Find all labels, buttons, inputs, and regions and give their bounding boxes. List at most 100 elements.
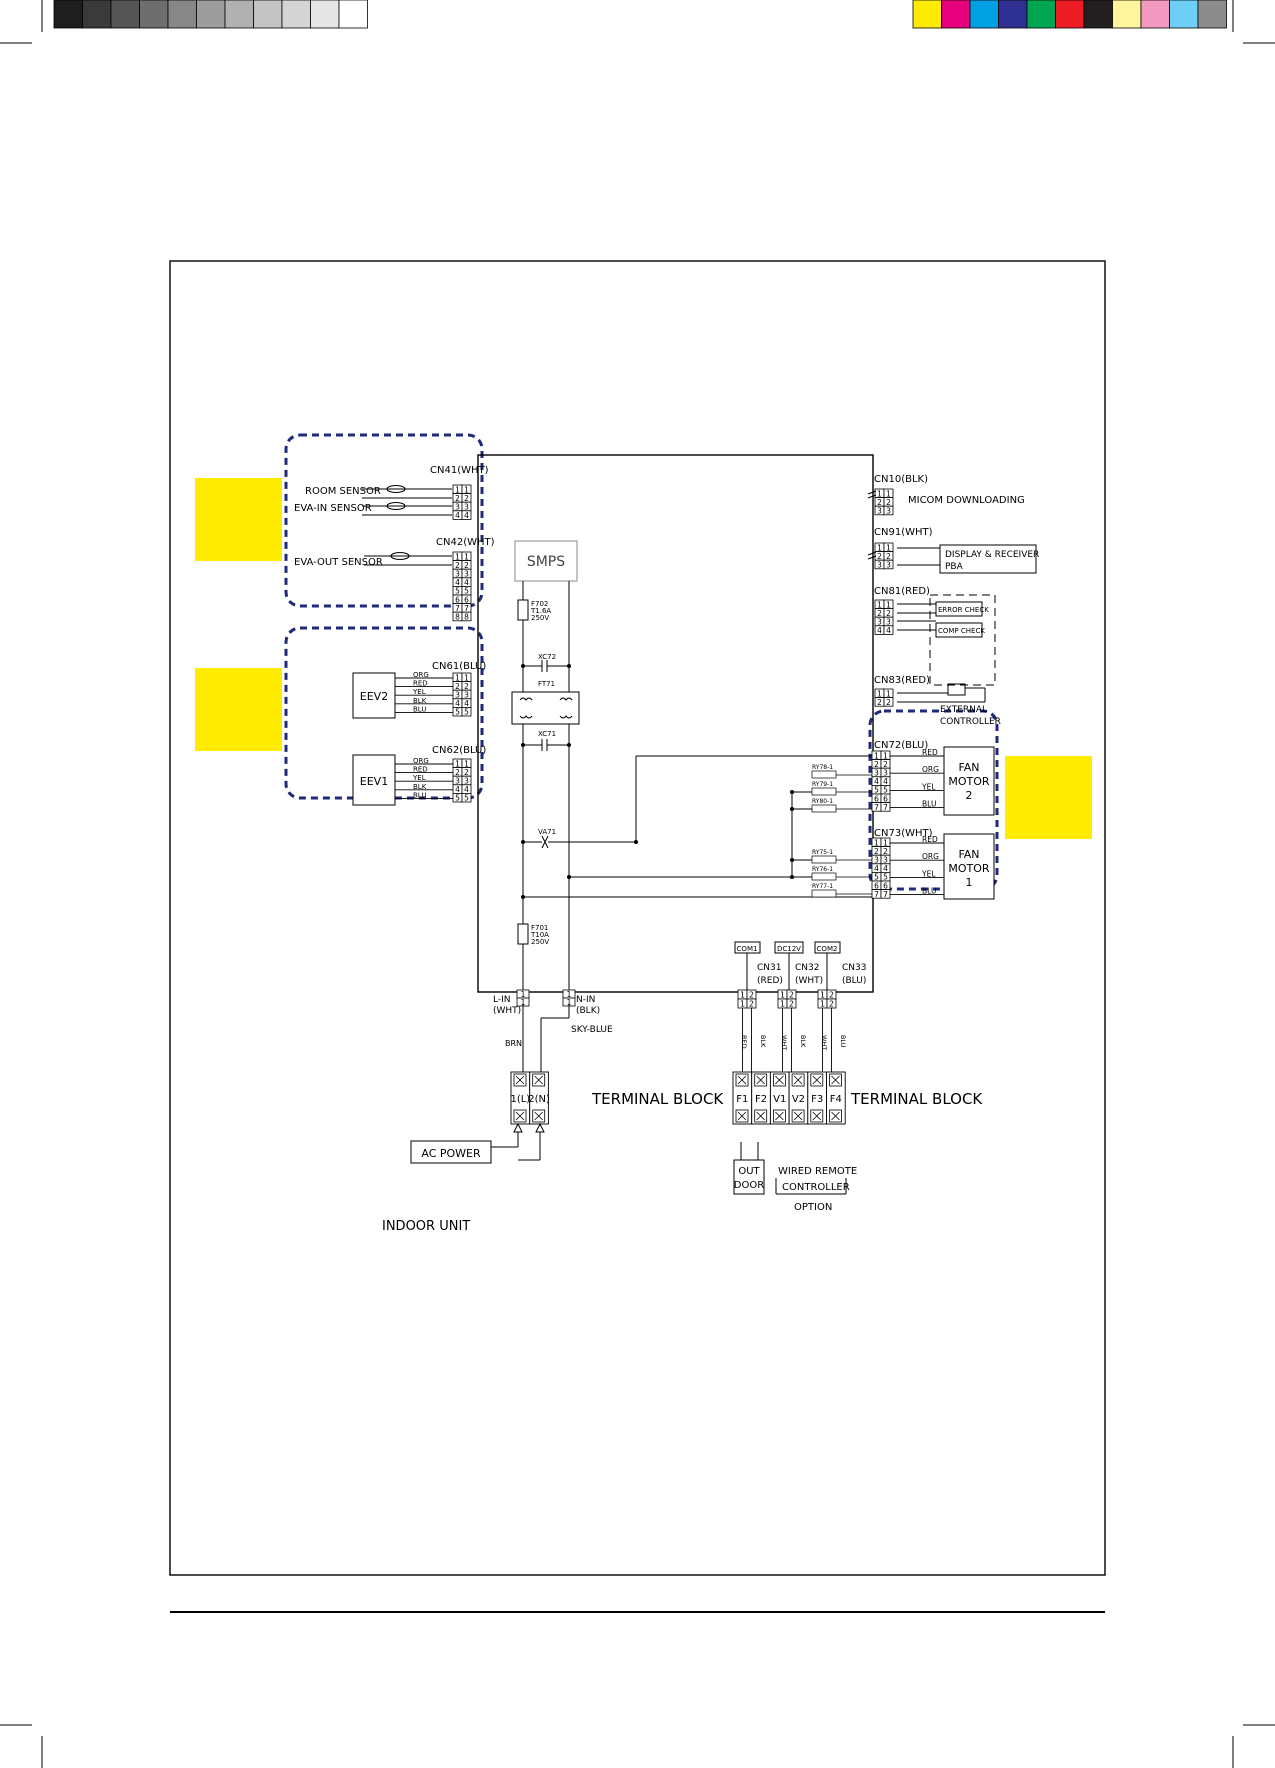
fan1-line1: FAN <box>958 848 979 861</box>
pin-number: 2 <box>829 1000 834 1009</box>
eva-out-sensor-label: EVA-OUT SENSOR <box>294 557 383 568</box>
pin-number: 3 <box>874 856 879 865</box>
pin-number: 3 <box>455 777 460 786</box>
screw-cross <box>756 1111 765 1121</box>
wire-color-label: BLK <box>759 1035 767 1048</box>
pin-number: 1 <box>455 673 460 682</box>
fan-wire-label: RED <box>922 748 938 757</box>
eev-wire-label: BLK <box>413 697 427 705</box>
error-check-box <box>935 601 983 617</box>
pin-number: 2 <box>883 760 888 769</box>
f702-line3: 250V <box>531 614 549 622</box>
display-label-2: PBA <box>945 562 964 572</box>
pin-number: 3 <box>886 507 891 516</box>
pin-number: 1 <box>886 543 891 552</box>
pin-number: 8 <box>464 613 469 622</box>
cn31-line2: (RED) <box>757 976 783 986</box>
pin-number: 3 <box>886 561 891 570</box>
eev-wire-label: RED <box>413 766 428 774</box>
pin-number: 4 <box>874 777 879 786</box>
pin-number: 1 <box>820 991 825 1000</box>
color-swatch <box>912 0 942 29</box>
pin-number: 4 <box>455 511 460 520</box>
pin-number: 6 <box>874 881 879 890</box>
pin-number: 7 <box>464 604 469 613</box>
pin-number: 2 <box>749 991 754 1000</box>
pin-number: 5 <box>455 587 460 596</box>
gray-swatch <box>253 0 283 29</box>
screw-cross <box>793 1111 803 1121</box>
pin-number: 1 <box>521 990 526 999</box>
pin-number: 4 <box>464 699 469 708</box>
screw-cross <box>534 1111 543 1121</box>
relay-ry75-icon <box>811 855 837 864</box>
pin-number: 4 <box>464 578 469 587</box>
junction-dot <box>567 875 571 879</box>
pin-number: 3 <box>877 507 882 516</box>
highlight-fan-motor <box>1005 756 1092 839</box>
fan-motor-2-box <box>943 746 995 816</box>
relay-ry76-icon <box>811 872 837 881</box>
pin-number: 5 <box>874 786 879 795</box>
pin-number: 1 <box>820 1000 825 1009</box>
diagram-frame <box>169 260 1106 1576</box>
pin-number: 4 <box>883 777 888 786</box>
pin-number: 6 <box>464 595 469 604</box>
screw-cross <box>737 1111 747 1121</box>
option-label: OPTION <box>794 1202 832 1213</box>
gray-swatch <box>281 0 311 29</box>
pin-cell <box>461 793 472 803</box>
pin-number: 2 <box>877 552 882 561</box>
screw-cross <box>831 1111 840 1121</box>
color-swatch <box>1055 0 1085 29</box>
gray-swatch <box>310 0 340 29</box>
wire-color-label: RED <box>740 1035 748 1049</box>
junction-dot <box>521 664 525 668</box>
display-label-1: DISPLAY & RECEIVER <box>945 550 1039 560</box>
fan1-line2: MOTOR <box>948 862 990 875</box>
pin-number: 7 <box>883 890 888 899</box>
pin-number: 2 <box>455 768 460 777</box>
pin-number: 4 <box>455 699 460 708</box>
eev-wire-label: YEL <box>412 774 426 782</box>
pin-number: 1 <box>740 1000 745 1009</box>
pin-number: 6 <box>883 794 888 803</box>
pin-number: 3 <box>874 769 879 778</box>
pin-number: 1 <box>877 489 882 498</box>
dashed-group-fan-motors <box>868 709 999 891</box>
comp-check-label: COMP CHECK <box>938 627 985 635</box>
fan-wire-label: YEL <box>921 869 936 878</box>
color-swatch <box>1197 0 1227 29</box>
relay-ry80-label: RY80-1 <box>812 798 833 805</box>
pin-number: 2 <box>789 1000 794 1009</box>
terminal-label: F1 <box>736 1094 748 1105</box>
dc12v-label: DC12V <box>777 945 801 953</box>
pin-number: 5 <box>455 708 460 717</box>
pin-number: 2 <box>789 991 794 1000</box>
pin-number: 3 <box>883 769 888 778</box>
cn32-line1: CN32 <box>795 963 819 973</box>
pin-number: 2 <box>874 847 879 856</box>
color-swatch <box>1169 0 1199 29</box>
gray-swatch <box>139 0 169 29</box>
pin-number: 4 <box>883 864 888 873</box>
screw-cross <box>812 1111 822 1121</box>
pin-number: 2 <box>464 561 469 570</box>
pin-number: 3 <box>464 777 469 786</box>
gray-swatch <box>224 0 254 29</box>
fuse-f701-icon <box>517 923 529 945</box>
eev-wire-label: BLU <box>413 791 426 799</box>
eev2-box <box>352 672 396 719</box>
pin-number: 2 <box>886 498 891 507</box>
pin-cell <box>883 625 894 635</box>
pin-cell <box>880 889 891 899</box>
color-swatch <box>969 0 999 29</box>
xc71-label: XC71 <box>538 730 556 738</box>
